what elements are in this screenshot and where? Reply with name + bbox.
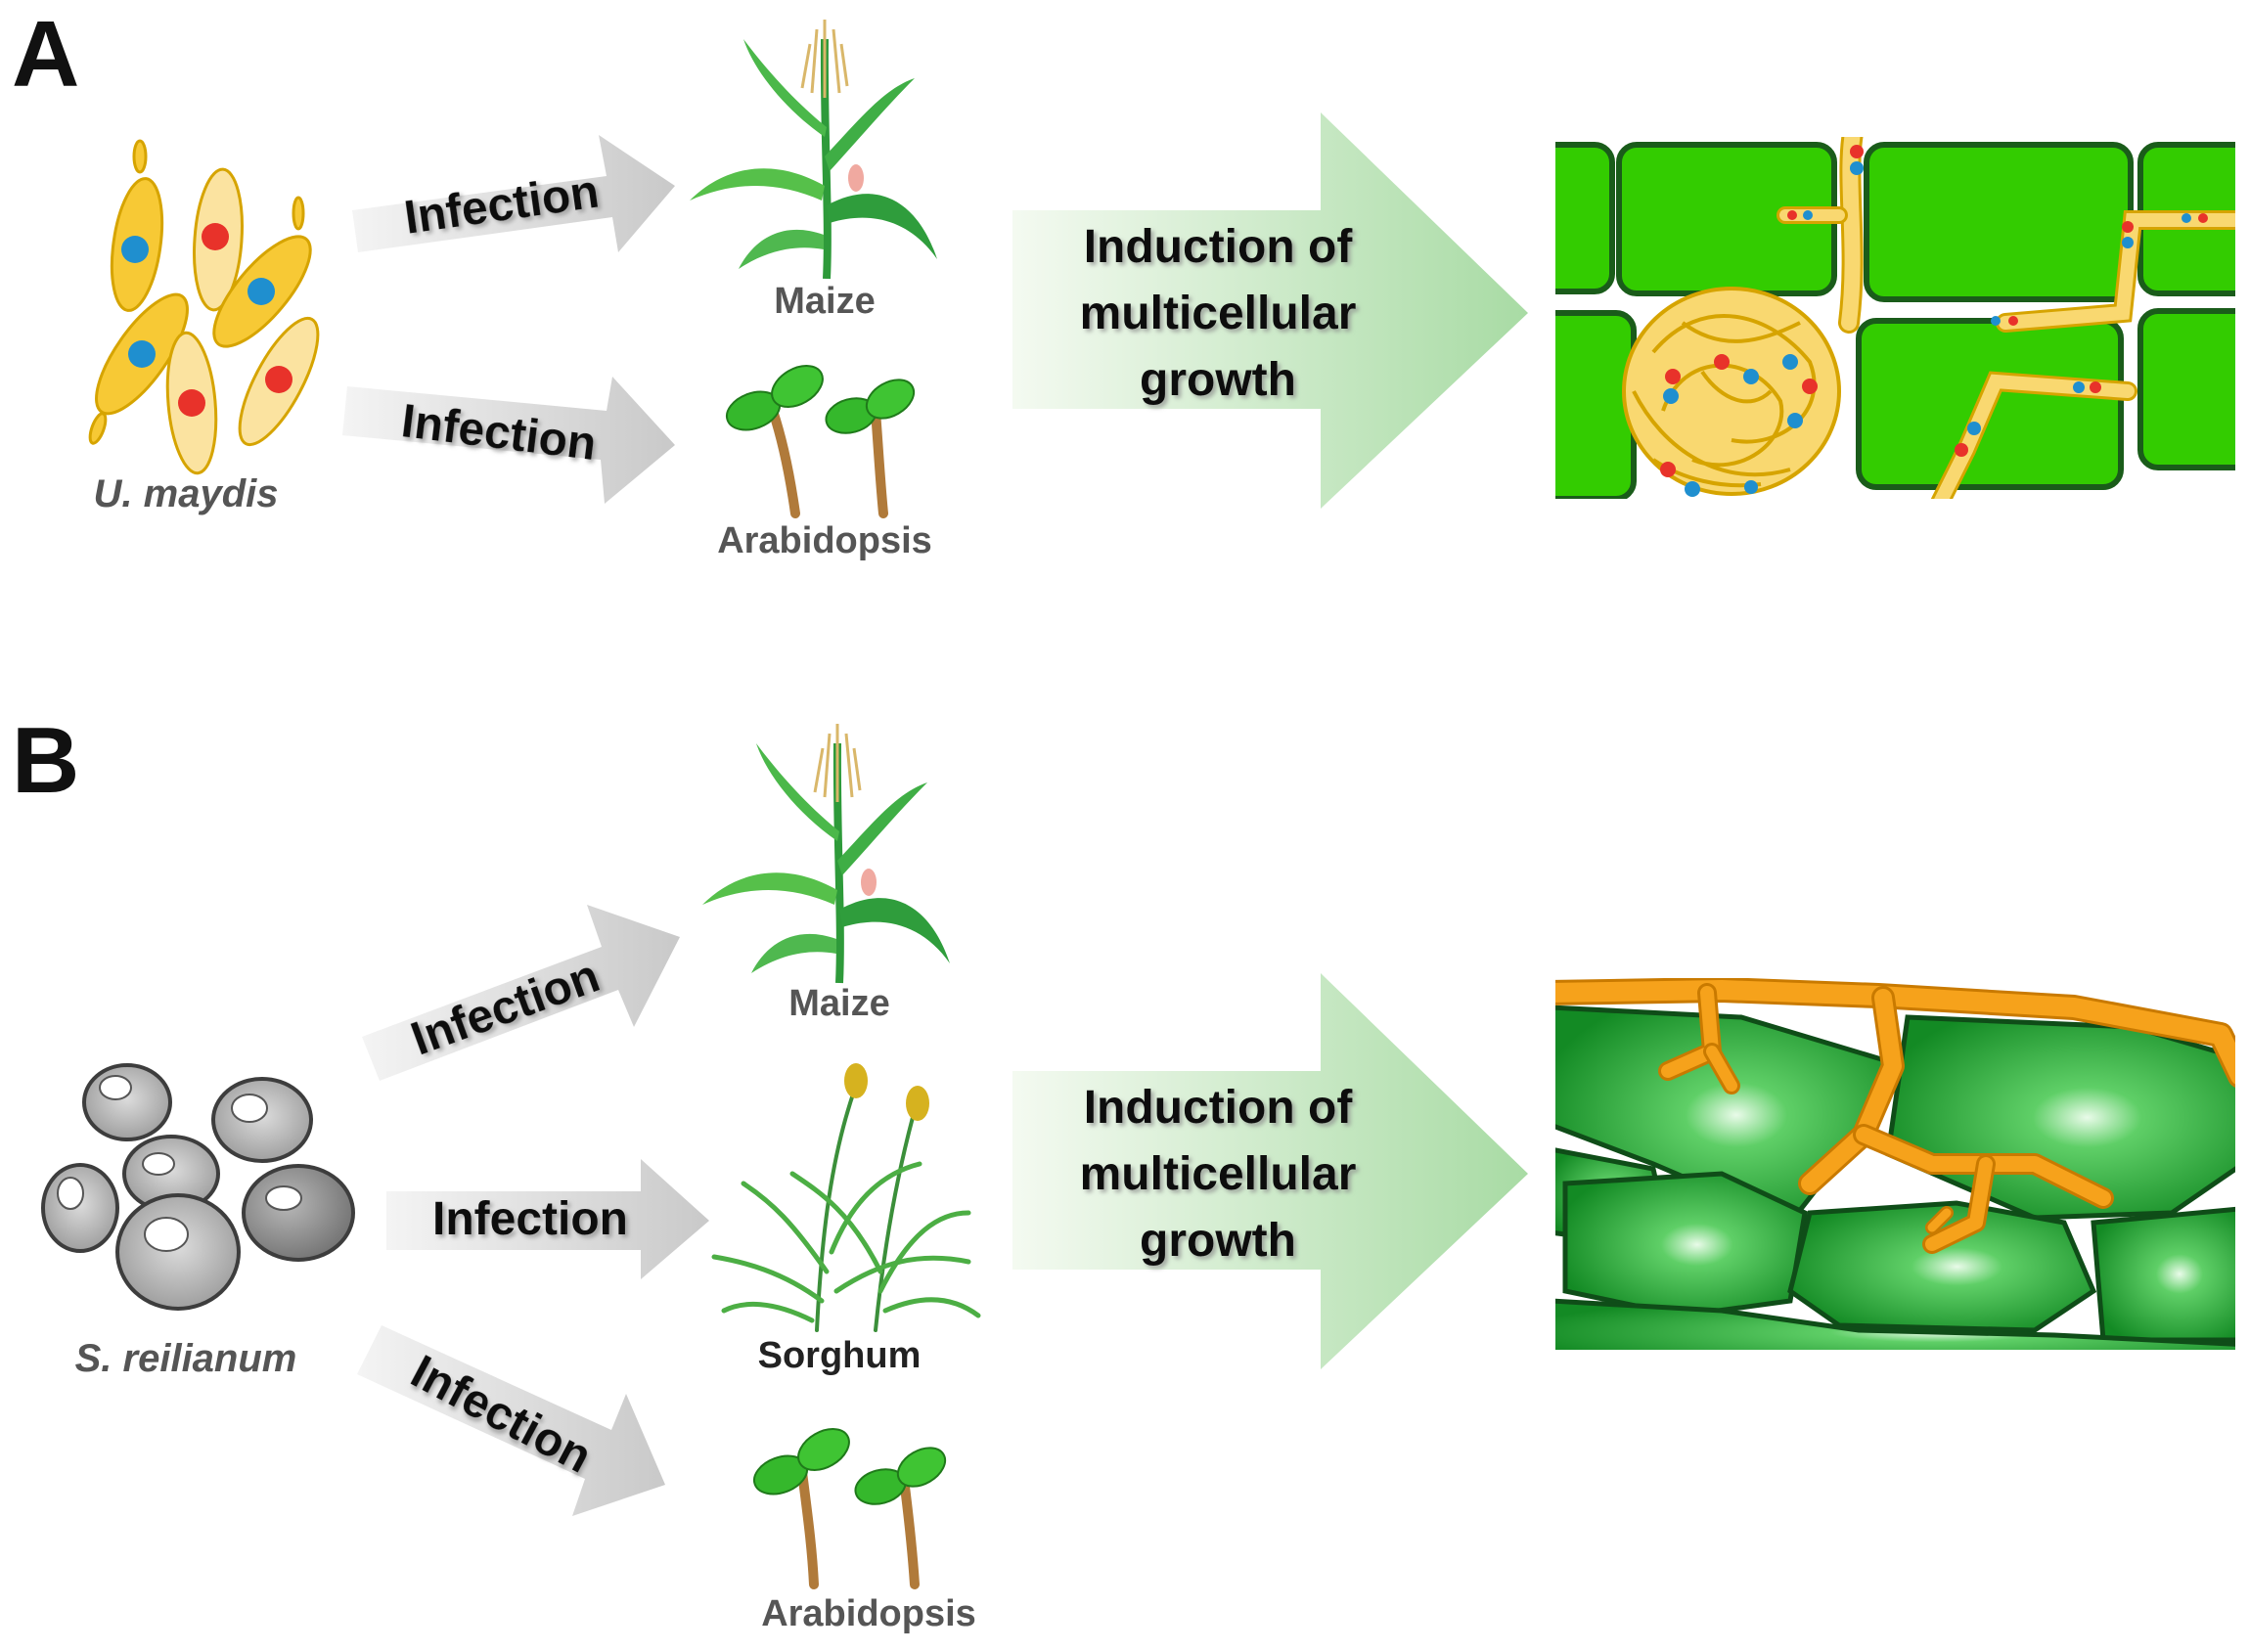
infection-arrow-b2: Infection <box>386 1159 709 1279</box>
outcome-line-a1: Induction of <box>1084 221 1354 273</box>
host-label-sorghum: Sorghum <box>758 1335 922 1376</box>
infection-arrow-b3: Infection <box>357 1325 665 1516</box>
infection-label-a2: Infection <box>398 395 599 470</box>
maize-plant-icon-a <box>690 20 937 280</box>
organism-label-b: S. reilianum <box>75 1337 297 1380</box>
host-label-arabidopsis-b: Arabidopsis <box>761 1593 976 1634</box>
infection-arrow-b1: Infection <box>362 905 680 1081</box>
spore-highlights <box>57 1075 302 1252</box>
infection-label-a1: Infection <box>401 165 602 244</box>
infection-arrow-a2: Infection <box>342 377 675 504</box>
host-label-arabidopsis-a: Arabidopsis <box>717 520 932 561</box>
outcome-line-a3: growth <box>1140 354 1296 406</box>
organism-label-a: U. maydis <box>94 472 279 515</box>
panel-b-letter: B <box>12 708 79 813</box>
infection-label-b1: Infection <box>405 950 607 1065</box>
induction-arrow-a: Induction of multicellular growth <box>1012 112 1528 509</box>
arabidopsis-seedling-icon-a <box>725 365 916 518</box>
sorghum-plant-icon <box>711 1063 981 1332</box>
infection-arrow-a1: Infection <box>352 135 675 252</box>
panel-a-letter: A <box>12 2 79 107</box>
host-label-maize-b: Maize <box>788 983 889 1024</box>
plant-tissue-hyphae-a <box>1555 137 2235 499</box>
outcome-line-b3: growth <box>1140 1215 1296 1267</box>
outcome-line-b1: Induction of <box>1084 1082 1354 1134</box>
plant-tissue-hyphae-b <box>1555 978 2235 1350</box>
s-reilianum-spores-icon <box>41 1063 355 1311</box>
infection-label-b2: Infection <box>432 1193 628 1245</box>
arabidopsis-seedling-icon-b <box>752 1428 947 1589</box>
outcome-line-a2: multicellular <box>1080 288 1357 339</box>
induction-arrow-b: Induction of multicellular growth <box>1012 973 1528 1369</box>
host-label-maize-a: Maize <box>774 281 875 322</box>
maize-plant-icon-b <box>702 724 950 984</box>
u-maydis-nuclei-icon <box>121 223 292 417</box>
outcome-line-b2: multicellular <box>1080 1148 1357 1200</box>
u-maydis-cells-icon <box>88 139 320 475</box>
